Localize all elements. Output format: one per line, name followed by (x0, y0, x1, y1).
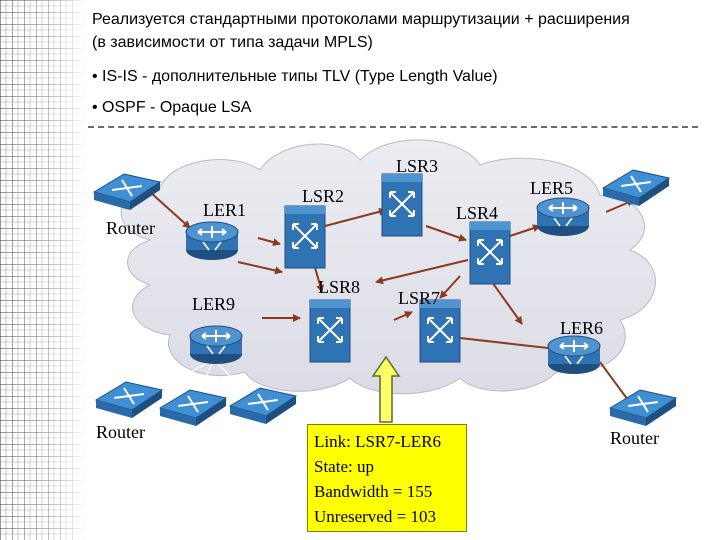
label-router-bottom-right: Router (610, 428, 659, 448)
router-icon-ler9 (189, 325, 243, 365)
label-router-bottom-left: Router (96, 422, 145, 442)
label-lsr4: LSR4 (456, 203, 499, 223)
link-info-box: Link: LSR7-LER6 State: up Bandwidth = 15… (307, 424, 467, 532)
label-ler9: LER9 (192, 294, 235, 314)
decorative-stripe (0, 0, 88, 540)
switch-icon-bottom-1 (95, 381, 163, 419)
label-router-left: Router (106, 218, 155, 238)
bullet-ospf: • OSPF - Opaque LSA (92, 99, 252, 116)
switch-icon-bottom-right (609, 389, 677, 427)
info-link: Link: LSR7-LER6 (314, 432, 442, 451)
divider-line (88, 126, 698, 128)
info-unreserved: Unreserved = 103 (314, 507, 436, 526)
label-lsr8: LSR8 (318, 277, 361, 297)
label-ler1: LER1 (203, 200, 246, 220)
router-icon-lsr8 (309, 299, 351, 363)
label-ler5: LER5 (530, 178, 573, 198)
router-icon-ler6 (547, 335, 601, 375)
header-line-1: Реализуется стандартными протоколами мар… (92, 11, 630, 28)
label-ler6: LER6 (560, 318, 603, 338)
router-icon-lsr3 (381, 173, 423, 237)
bullet-isis: • IS-IS - дополнительные типы TLV (Type … (92, 68, 498, 85)
label-lsr3: LSR3 (396, 156, 439, 176)
switch-icon-bottom-2 (159, 389, 227, 427)
router-icon-ler1 (185, 221, 239, 261)
switch-icon-bottom-3 (229, 387, 297, 425)
label-lsr2: LSR2 (302, 186, 345, 206)
router-icon-lsr2 (284, 205, 326, 269)
router-icon-ler5 (536, 197, 590, 237)
up-arrow-icon (371, 355, 401, 423)
router-icon-lsr7 (419, 299, 461, 363)
info-state: State: up (314, 457, 374, 476)
router-icon-lsr4 (469, 221, 511, 285)
info-bandwidth: Bandwidth = 155 (314, 482, 433, 501)
header-line-2: (в зависимости от типа задачи MPLS) (92, 34, 373, 51)
label-lsr7: LSR7 (398, 288, 441, 308)
